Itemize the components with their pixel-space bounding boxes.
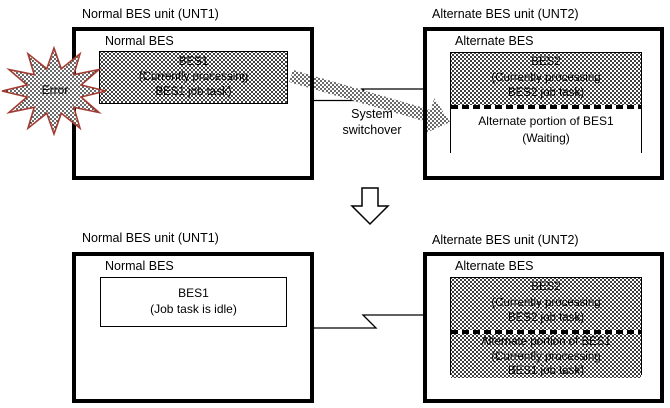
connector-top	[313, 88, 423, 102]
bes2-processing-box: BES2 (Currently processing BES2 job task…	[451, 53, 641, 105]
bes2-processing-box: BES2 (Currently processing BES2 job task…	[451, 278, 641, 330]
bes2-line: BES2	[531, 56, 561, 68]
normal-bes-label-bottom: Normal BES	[105, 259, 174, 273]
bes2-line: (Currently processing	[491, 296, 601, 309]
bes1-line: (Currently processing	[138, 71, 249, 83]
bes2-line: (Currently processing	[491, 71, 601, 84]
alternate-bes-unit-box-top: Alternate BES BES2 (Currently processing…	[423, 27, 664, 180]
normal-bes-unit-box-bottom: Normal BES BES1 (Job task is idle)	[72, 252, 314, 403]
bes1-line: BES1	[178, 286, 209, 300]
unit-title-normal-top: Normal BES unit (UNT1)	[82, 7, 219, 21]
down-arrow-icon	[350, 187, 390, 226]
system-switchover-label: System switchover	[342, 107, 402, 137]
bes2-line: BES2	[531, 281, 561, 293]
alternate-portion-waiting-box: Alternate portion of BES1 (Waiting)	[451, 109, 641, 156]
connector-bottom	[313, 314, 423, 329]
bes1-line: (Job task is idle)	[150, 302, 237, 316]
normal-bes-label-top: Normal BES	[105, 34, 174, 48]
dashed-divider	[451, 105, 641, 109]
portion-line: (Currently processing	[491, 350, 601, 363]
bes2-line: BES2 job task)	[507, 87, 585, 99]
portion-line: Alternate portion of BES1	[478, 114, 614, 128]
dashed-divider	[451, 330, 641, 334]
bes1-line: BES1	[178, 56, 209, 68]
unit-title-normal-bottom: Normal BES unit (UNT1)	[82, 231, 219, 245]
bes1-line: BES1 job task)	[155, 86, 232, 98]
alternate-bes-label-top: Alternate BES	[455, 34, 534, 48]
unit-title-alternate-top: Alternate BES unit (UNT2)	[432, 7, 579, 21]
bes1-idle-box: BES1 (Job task is idle)	[100, 277, 287, 327]
portion-line: Alternate portion of BES1	[481, 336, 611, 348]
unit-title-alternate-bottom: Alternate BES unit (UNT2)	[432, 233, 579, 247]
alternate-bes-label-bottom: Alternate BES	[455, 259, 534, 273]
normal-bes-unit-box-top: Normal BES BES1 (Currently processing BE…	[72, 27, 314, 180]
error-label: Error	[41, 83, 69, 97]
alternate-portion-processing-box: Alternate portion of BES1 (Currently pro…	[451, 334, 641, 378]
bes2-line: BES2 job task)	[507, 312, 585, 324]
bes1-processing-box: BES1 (Currently processing BES1 job task…	[99, 51, 288, 104]
portion-line: BES1 job task)	[507, 365, 585, 377]
portion-line: (Waiting)	[522, 131, 570, 145]
alternate-bes-stack-top: BES2 (Currently processing BES2 job task…	[450, 52, 642, 156]
alternate-bes-stack-bottom: BES2 (Currently processing BES2 job task…	[450, 277, 642, 378]
alternate-bes-unit-box-bottom: Alternate BES BES2 (Currently processing…	[423, 252, 664, 403]
